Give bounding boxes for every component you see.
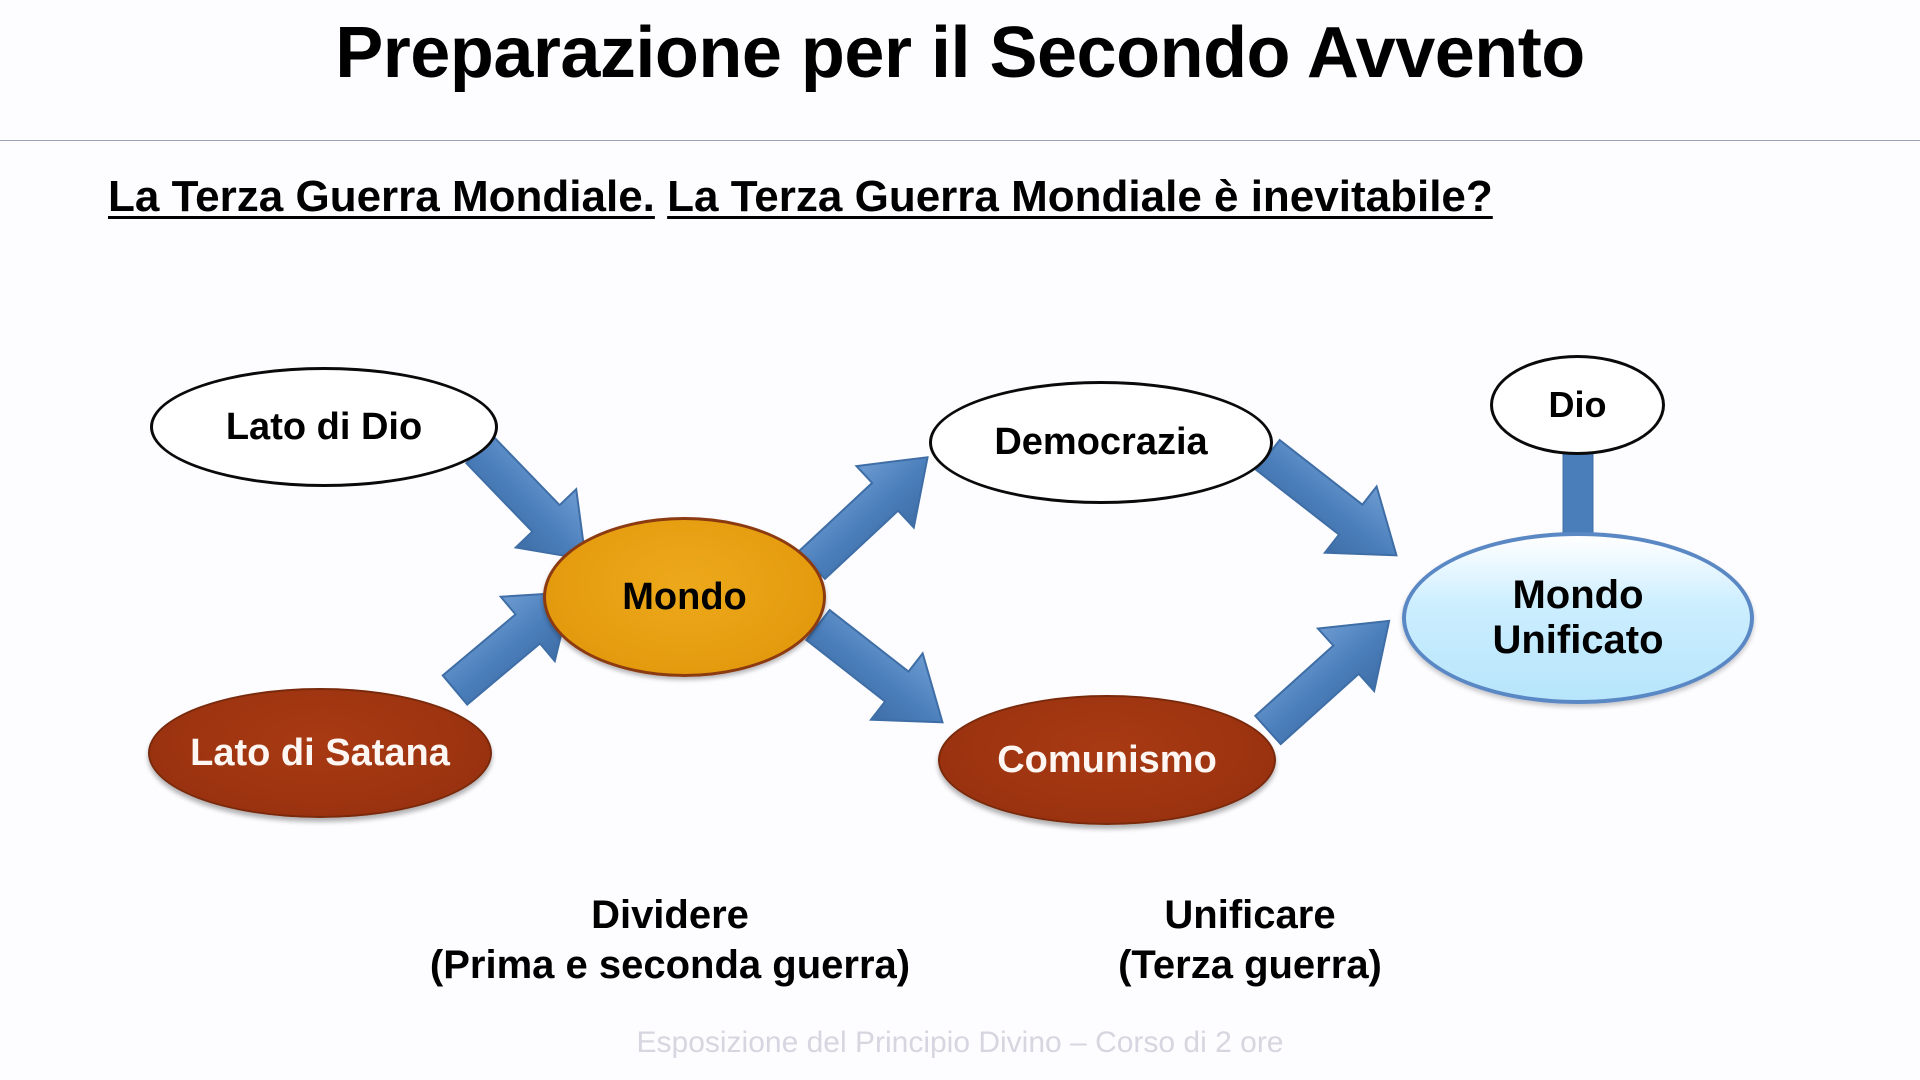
node-label-line-1: Mondo (1512, 573, 1644, 618)
node-label: Comunismo (997, 738, 1217, 781)
node-mondo-unificato[interactable]: Mondo Unificato (1402, 532, 1754, 704)
subtitle: La Terza Guerra Mondiale. La Terza Guerr… (108, 172, 1493, 222)
node-label-line-2: Unificato (1492, 618, 1664, 662)
node-comunismo[interactable]: Comunismo (938, 695, 1276, 825)
subtitle-part-1: La Terza Guerra Mondiale. (108, 172, 655, 221)
caption-dividere-line-2: (Prima e seconda guerra) (429, 943, 911, 987)
connector-dio-to-mondo-unificato (1562, 447, 1594, 539)
page-title: Preparazione per il Secondo Avvento (335, 13, 1585, 93)
node-lato-di-satana[interactable]: Lato di Satana (148, 688, 492, 818)
node-label: Dio (1548, 383, 1607, 425)
node-mondo[interactable]: Mondo (543, 517, 826, 677)
caption-unificare-line-1: Unificare (1164, 893, 1336, 937)
node-label: Mondo (622, 575, 747, 618)
subtitle-part-2: La Terza Guerra Mondiale è inevitabile? (667, 172, 1493, 221)
node-democrazia[interactable]: Democrazia (929, 381, 1273, 504)
node-label: Democrazia (994, 421, 1208, 464)
node-dio[interactable]: Dio (1490, 355, 1665, 455)
arrow-comunismo-to-mondo-unificato (1253, 619, 1391, 746)
title-divider (0, 140, 1920, 141)
caption-unificare: Unificare (Terza guerra) (1000, 890, 1500, 990)
caption-unificare-line-2: (Terza guerra) (1118, 943, 1382, 987)
slide-footer: Esposizione del Principio Divino – Corso… (636, 1026, 1284, 1059)
caption-dividere: Dividere (Prima e seconda guerra) (420, 890, 920, 990)
node-label: Lato di Dio (225, 405, 423, 448)
node-label: Lato di Satana (190, 731, 450, 774)
caption-dividere-line-1: Dividere (591, 893, 749, 937)
node-lato-di-dio[interactable]: Lato di Dio (150, 367, 498, 487)
